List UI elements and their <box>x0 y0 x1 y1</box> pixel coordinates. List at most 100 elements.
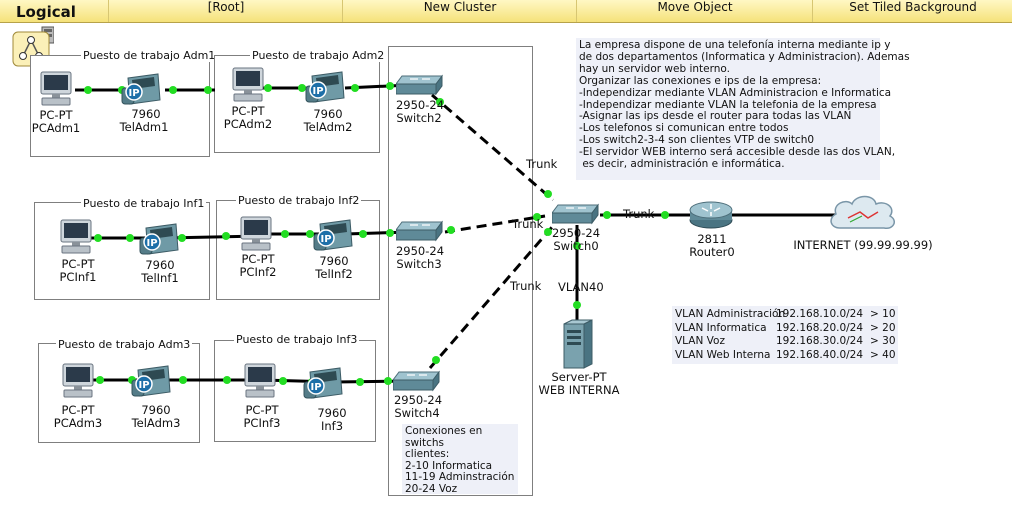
switch-icon[interactable] <box>395 74 444 100</box>
switch-icon[interactable] <box>392 370 441 396</box>
switch-icon[interactable] <box>395 220 444 246</box>
vlan-table-note[interactable]: VLAN Administración 192.168.10.0/24 > 10… <box>672 306 898 364</box>
phone-name-label: TelAdm2 <box>303 120 353 134</box>
trunk-label-switch3: Trunk <box>512 217 544 231</box>
workstation-title-inf2: Puesto de trabajo Inf2 <box>236 194 362 207</box>
vlan-id: > 40 <box>870 348 896 361</box>
pc-name-label: PCAdm3 <box>53 416 103 430</box>
switch-model-label: 2950-24 <box>551 226 601 240</box>
pc-model-label: PC-PT <box>231 104 265 118</box>
description-note[interactable]: La empresa dispone de una telefonía inte… <box>576 38 910 180</box>
trunk-switch4-switch0 <box>428 225 555 369</box>
ip-phone-icon[interactable]: IP <box>128 362 172 404</box>
vlan-id: > 30 <box>870 335 896 347</box>
set-tiled-background-button[interactable]: Set Tiled Background <box>812 0 1012 22</box>
phone-model-label: 7960 <box>317 406 347 420</box>
note-line: -Independizar mediante VLAN Administraci… <box>579 86 892 99</box>
ip-badge: IP <box>128 88 139 99</box>
pc-model-label: PC-PT <box>61 403 95 417</box>
vlan-name: VLAN Informatica <box>675 321 767 334</box>
phone-model-label: 7960 <box>313 107 343 121</box>
phone-model-label: 7960 <box>319 254 349 268</box>
vlan-subnet: 192.168.30.0/24 <box>776 335 864 347</box>
vlan40-label: VLAN40 <box>558 280 604 294</box>
phone-model-label: 7960 <box>141 403 171 417</box>
workstation-title-adm2: Puesto de trabajo Adm2 <box>250 49 387 62</box>
ports-note-line: 2-10 Informatica <box>405 459 493 472</box>
ip-badge: IP <box>312 86 323 97</box>
ip-phone-icon[interactable]: IP <box>118 70 162 112</box>
note-line: -El servidor WEB interno será accesible … <box>579 146 896 159</box>
workstation-box-inf3[interactable] <box>214 340 376 442</box>
workstation-title-inf1: Puesto de trabajo Inf1 <box>81 197 207 210</box>
pc-name-label: PCInf1 <box>59 270 97 284</box>
trunk-label-router: Trunk <box>623 207 655 221</box>
phone-name-label: Inf3 <box>320 419 344 433</box>
workstation-title-inf3: Puesto de trabajo Inf3 <box>234 333 360 346</box>
server-icon[interactable] <box>560 318 594 374</box>
server-name-label: WEB INTERNA <box>538 383 620 397</box>
ip-phone-icon[interactable]: IP <box>310 216 354 258</box>
router-name-label: Router0 <box>689 245 735 259</box>
note-line: hay un servidor web interno. <box>579 62 730 75</box>
move-object-button[interactable]: Move Object <box>576 0 813 22</box>
vlan-row: VLAN Administración 192.168.10.0/24 > 10 <box>675 308 896 322</box>
cloud-icon[interactable] <box>826 192 900 240</box>
pc-icon[interactable] <box>60 362 96 404</box>
ports-note-line: 11-19 Adminstración <box>405 471 515 484</box>
ports-note-line: clientes: <box>405 448 450 461</box>
pc-model-label: PC-PT <box>245 403 279 417</box>
vlan-row: VLAN Informatica 192.168.20.0/24 > 20 <box>675 321 896 336</box>
trunk-label-switch2: Trunk <box>526 157 558 171</box>
switch-model-label: 2950-24 <box>393 393 443 407</box>
pc-model-label: PC-PT <box>61 257 95 271</box>
ip-badge: IP <box>310 382 321 393</box>
ip-badge: IP <box>146 238 157 249</box>
pc-name-label: PCInf2 <box>239 265 277 279</box>
root-button[interactable]: [Root] <box>108 0 343 22</box>
workspace-toolbar: Logical [Root] New Cluster Move Object S… <box>0 0 1012 23</box>
phone-name-label: TelAdm3 <box>131 416 181 430</box>
switch-model-label: 2950-24 <box>395 98 445 112</box>
switch-name-label: Switch3 <box>396 257 442 271</box>
new-cluster-button[interactable]: New Cluster <box>342 0 577 22</box>
note-line: -Asignar las ips desde el router para to… <box>579 110 852 123</box>
pc-name-label: PCInf3 <box>243 416 281 430</box>
router-model-label: 2811 <box>697 232 727 246</box>
vlan-id: > 10 <box>870 308 896 320</box>
switch-ports-note[interactable]: Conexiones en switchs clientes: 2-10 Inf… <box>402 424 518 495</box>
switch-name-label: Switch0 <box>553 239 599 253</box>
ip-phone-icon[interactable]: IP <box>300 364 344 406</box>
pc-icon[interactable] <box>230 66 266 108</box>
note-line: es decir, administración e informática. <box>579 158 785 171</box>
pc-icon[interactable] <box>242 362 278 404</box>
ip-phone-icon[interactable]: IP <box>302 68 346 110</box>
switch-model-label: 2950-24 <box>395 244 445 258</box>
trunk-switch3-switch0 <box>444 214 546 234</box>
server-model-label: Server-PT <box>551 370 607 384</box>
ip-badge: IP <box>138 380 149 391</box>
trunk-switch2-switch0 <box>431 93 554 202</box>
switch-name-label: Switch2 <box>396 111 442 125</box>
pc-icon[interactable] <box>58 218 94 260</box>
pc-icon[interactable] <box>238 215 274 257</box>
router-icon[interactable] <box>688 200 734 234</box>
vlan-id: > 20 <box>870 321 896 334</box>
switch-icon[interactable] <box>551 203 600 229</box>
vlan-row: VLAN Voz 192.168.30.0/24 > 30 <box>675 335 896 349</box>
note-line: La empresa dispone de una telefonía inte… <box>579 39 891 51</box>
vlan-name: VLAN Voz <box>675 335 725 347</box>
pc-model-label: PC-PT <box>241 252 275 266</box>
ip-phone-icon[interactable]: IP <box>136 220 180 262</box>
ip-badge: IP <box>320 234 331 245</box>
ports-note-line: 20-24 Voz <box>405 482 458 495</box>
switch-name-label: Switch4 <box>394 406 440 420</box>
vlan-subnet: 192.168.20.0/24 <box>776 321 864 334</box>
pc-name-label: PCAdm1 <box>31 121 81 135</box>
ports-note-line: Conexiones en switchs <box>405 425 483 449</box>
vlan-row: VLAN Web Interna 192.168.40.0/24 > 40 <box>675 348 896 363</box>
note-line: -Independizar mediante VLAN la telefonia… <box>579 98 877 111</box>
phone-name-label: TelAdm1 <box>119 120 169 134</box>
pc-icon[interactable] <box>38 70 74 112</box>
workstation-title-adm3: Puesto de trabajo Adm3 <box>56 338 193 351</box>
